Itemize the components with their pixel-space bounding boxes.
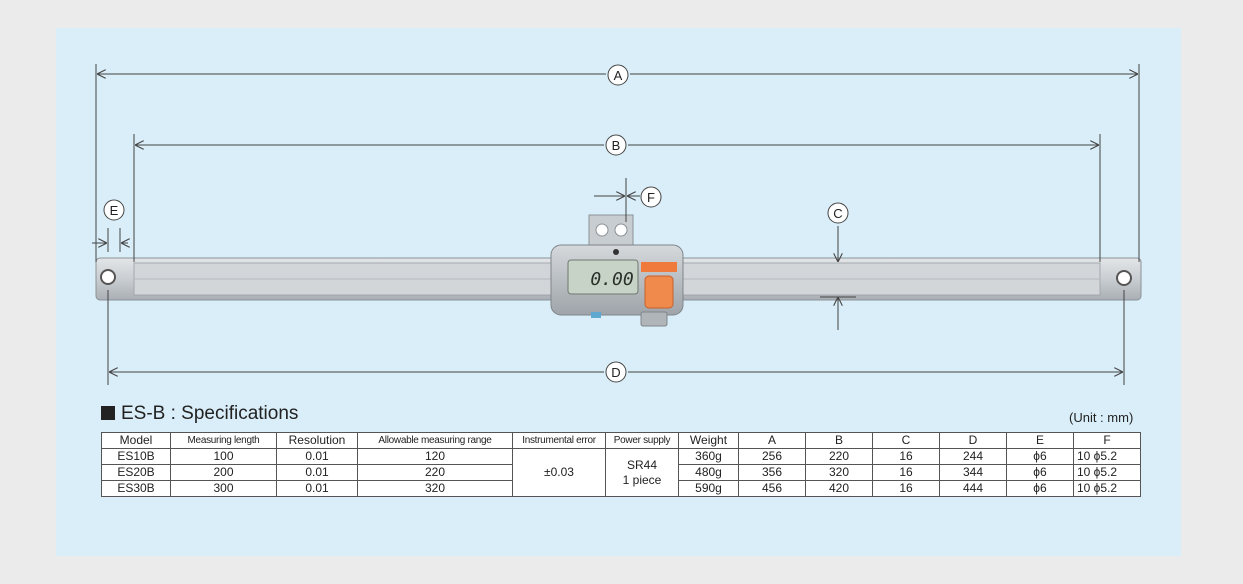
cell-a: 456: [738, 480, 806, 497]
power-supply-type: SR44: [626, 457, 658, 472]
spec-title: ES-B : Specifications: [101, 403, 298, 425]
header-power-supply: Power supply: [605, 432, 679, 449]
left-mount-hole: [100, 269, 116, 285]
cell-b: 320: [805, 464, 873, 481]
cell-c: 16: [872, 448, 940, 465]
square-bullet-icon: [101, 406, 115, 420]
cell-weight: 480g: [678, 464, 739, 481]
label-c: C: [827, 202, 849, 224]
header-weight: Weight: [678, 432, 739, 449]
cell-b: 420: [805, 480, 873, 497]
cell-length: 300: [170, 480, 277, 497]
cell-range: 120: [357, 448, 513, 465]
cell-resolution: 0.01: [276, 448, 358, 465]
cell-model: ES20B: [101, 464, 171, 481]
header-b: B: [805, 432, 873, 449]
cell-c: 16: [872, 464, 940, 481]
cell-f: 10 ϕ5.2: [1073, 480, 1141, 497]
cell-range: 220: [357, 464, 513, 481]
display-reading: 0.00: [590, 269, 633, 290]
power-supply-qty: 1 piece: [622, 472, 662, 487]
dimension-b: [133, 134, 1101, 262]
cell-e: ϕ6: [1006, 480, 1074, 497]
dimension-a: [95, 64, 1140, 262]
dimension-f: [594, 178, 640, 222]
cell-e: ϕ6: [1006, 448, 1074, 465]
cell-a: 256: [738, 448, 806, 465]
label-f: F: [640, 186, 662, 208]
label-a: A: [607, 64, 629, 86]
spec-title-text: ES-B : Specifications: [121, 403, 299, 424]
cell-weight: 360g: [678, 448, 739, 465]
cell-e: ϕ6: [1006, 464, 1074, 481]
header-resolution: Resolution: [276, 432, 358, 449]
cell-d: 344: [939, 464, 1007, 481]
cell-d: 244: [939, 448, 1007, 465]
unit-label: (Unit : mm): [1069, 410, 1134, 425]
cell-instrumental-error: ±0.03: [512, 448, 606, 497]
cell-range: 320: [357, 480, 513, 497]
header-f: F: [1073, 432, 1141, 449]
svg-text:B: B: [612, 138, 621, 153]
cell-resolution: 0.01: [276, 464, 358, 481]
header-c: C: [872, 432, 940, 449]
header-d: D: [939, 432, 1007, 449]
dimension-e: [92, 228, 128, 252]
cell-resolution: 0.01: [276, 480, 358, 497]
spec-table: Model Measuring length Resolution Allowa…: [101, 432, 1141, 497]
label-e: E: [103, 199, 125, 221]
header-e: E: [1006, 432, 1074, 449]
dimension-d: [107, 290, 1125, 385]
label-b: B: [605, 134, 627, 156]
svg-text:E: E: [110, 203, 119, 218]
svg-text:A: A: [614, 68, 623, 83]
table-row: ES20B 200 0.01 220 480g 356 320 16 344 ϕ…: [101, 464, 1141, 481]
table-row: ES30B 300 0.01 320 590g 456 420 16 444 ϕ…: [101, 480, 1141, 497]
header-instrumental-error: Instrumental error: [512, 432, 606, 449]
cell-weight: 590g: [678, 480, 739, 497]
cell-model: ES30B: [101, 480, 171, 497]
cell-d: 444: [939, 480, 1007, 497]
header-allowable-range: Allowable measuring range: [357, 432, 513, 449]
cell-model: ES10B: [101, 448, 171, 465]
cell-b: 220: [805, 448, 873, 465]
dimension-c: [820, 226, 856, 330]
cell-c: 16: [872, 480, 940, 497]
cell-f: 10 ϕ5.2: [1073, 448, 1141, 465]
header-measuring-length: Measuring length: [170, 432, 277, 449]
scale-diagram: 0.00: [92, 64, 1142, 385]
svg-text:F: F: [647, 190, 655, 205]
measuring-head: 0.00: [550, 214, 684, 327]
svg-text:D: D: [611, 365, 620, 380]
header-model: Model: [101, 432, 171, 449]
cell-f: 10 ϕ5.2: [1073, 464, 1141, 481]
cell-length: 100: [170, 448, 277, 465]
svg-text:C: C: [833, 206, 842, 221]
cell-a: 356: [738, 464, 806, 481]
table-header-row: Model Measuring length Resolution Allowa…: [101, 432, 1141, 449]
right-mount-hole: [1116, 270, 1132, 286]
header-a: A: [738, 432, 806, 449]
label-d: D: [605, 361, 627, 383]
cell-length: 200: [170, 464, 277, 481]
